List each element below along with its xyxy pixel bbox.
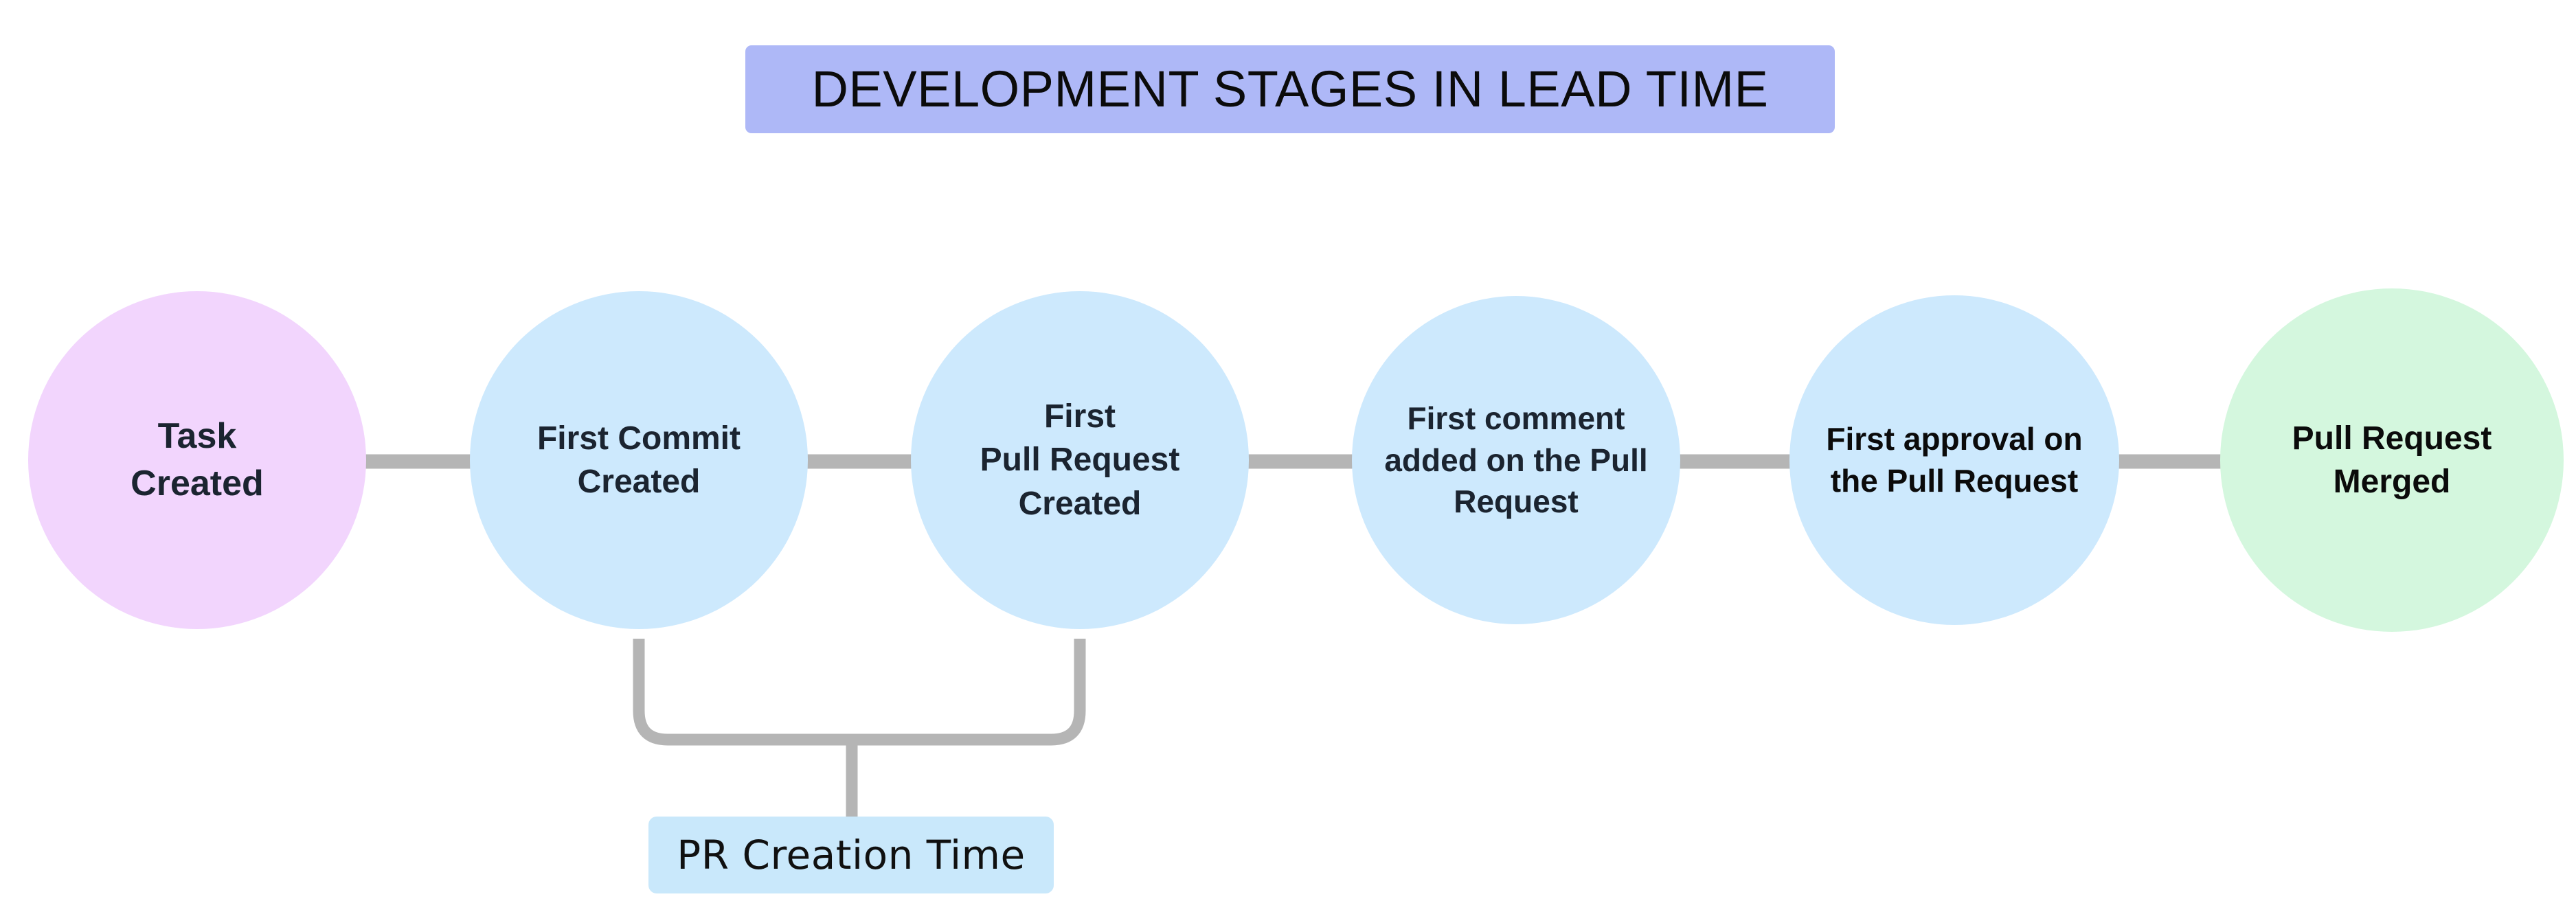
node-label: First comment added on the Pull Request bbox=[1384, 400, 1648, 520]
node-label: First Commit Created bbox=[536, 420, 741, 500]
node-label: First approval on the Pull Request bbox=[1826, 421, 2083, 499]
node-label: First Pull Request Created bbox=[980, 398, 1180, 522]
node-pull-request-merged[interactable]: Pull Request Merged bbox=[2220, 288, 2564, 632]
node-first-comment-on-pr[interactable]: First comment added on the Pull Request bbox=[1352, 296, 1680, 624]
bracket-path bbox=[633, 639, 1086, 746]
edge-label-pr-creation-time: PR Creation Time bbox=[648, 817, 1054, 893]
edge-label-text: PR Creation Time bbox=[677, 832, 1026, 878]
node-first-approval-on-pr[interactable]: First approval on the Pull Request bbox=[1789, 295, 2119, 625]
diagram-title-text: DEVELOPMENT STAGES IN LEAD TIME bbox=[811, 60, 1769, 117]
node-task-created[interactable]: Task Created bbox=[28, 291, 366, 629]
node-first-pull-request-created[interactable]: First Pull Request Created bbox=[911, 291, 1249, 629]
pr-creation-bracket bbox=[633, 639, 1086, 817]
node-first-commit-created[interactable]: First Commit Created bbox=[470, 291, 808, 629]
node-label: Task Created bbox=[131, 416, 264, 503]
diagram-title: DEVELOPMENT STAGES IN LEAD TIME bbox=[745, 45, 1835, 133]
node-label: Pull Request Merged bbox=[2292, 420, 2492, 500]
